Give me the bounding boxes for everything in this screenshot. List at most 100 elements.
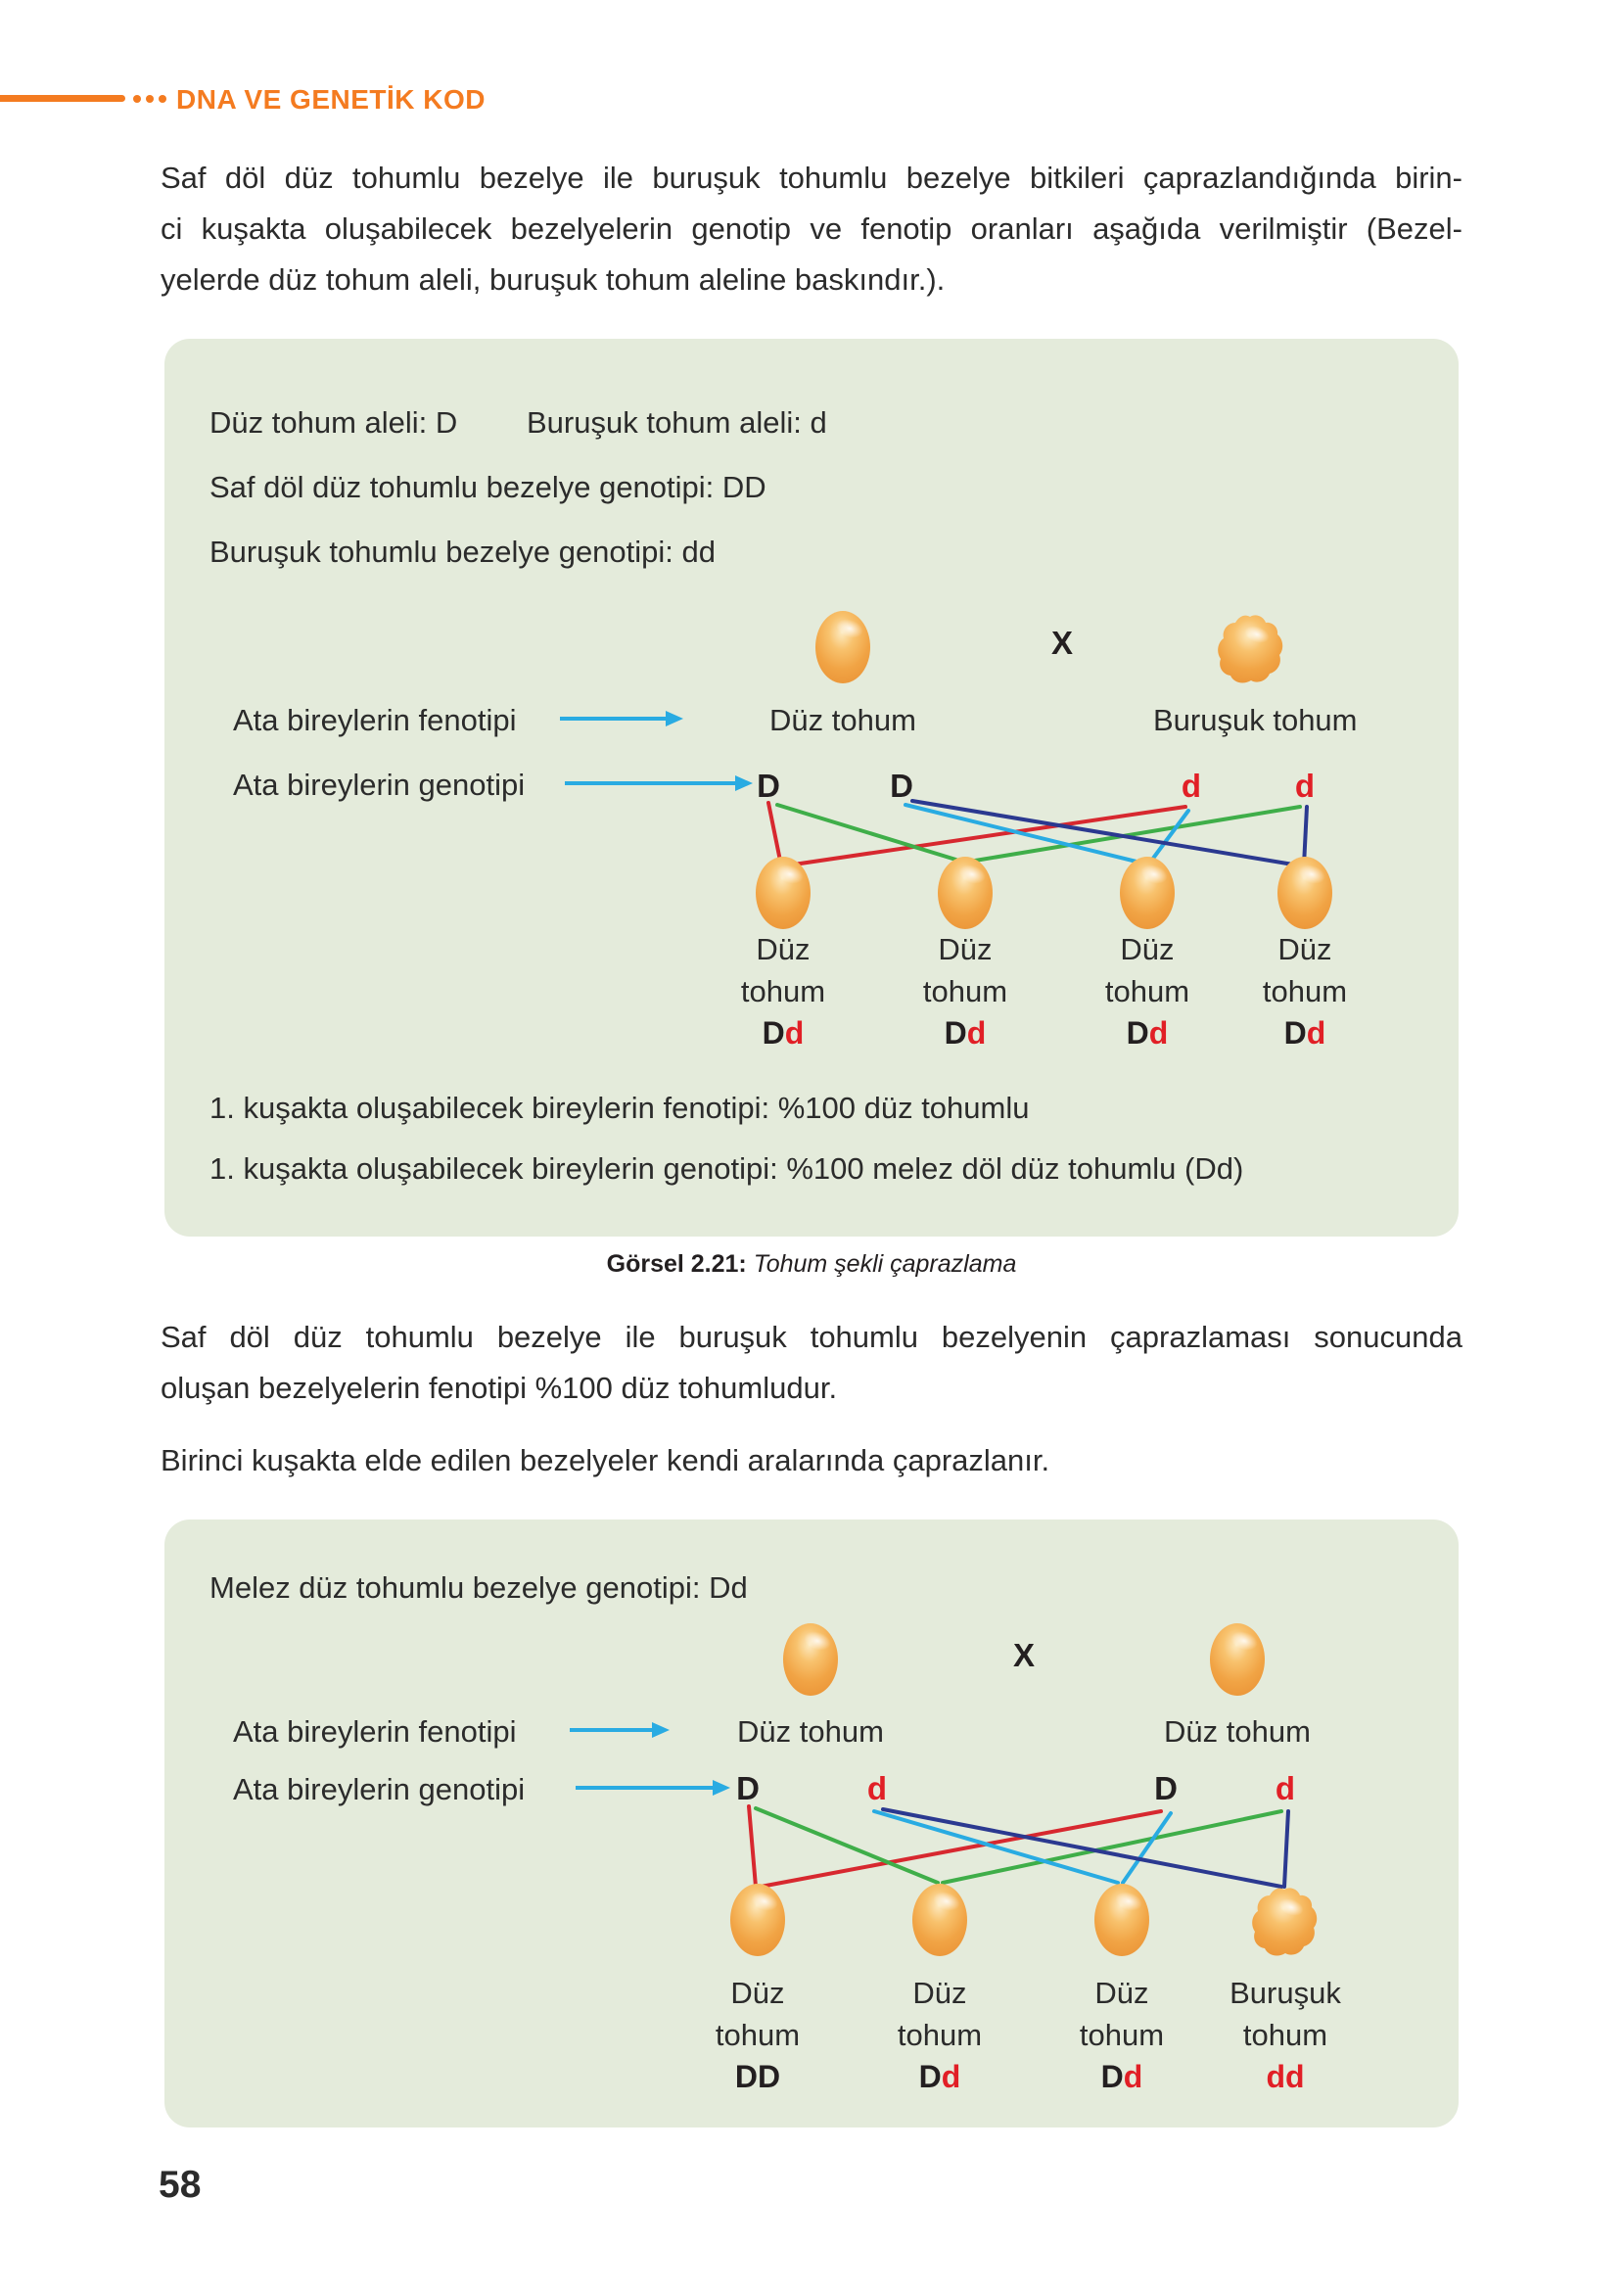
allele-definition-2: Buruşuk tohum aleli: d [527, 405, 827, 440]
offspring-phenotype-word2: tohum [740, 974, 826, 1008]
allele-letter: D [1283, 1015, 1307, 1051]
allele-letter: d [966, 1015, 987, 1051]
offspring-pea-3 [1093, 1883, 1150, 1957]
offspring-phenotype-word2: tohum [1079, 2018, 1165, 2052]
intro-line-3: yelerde düz tohum aleli, buruşuk tohum a… [161, 262, 946, 297]
offspring-genotype: Dd [1029, 2056, 1215, 2098]
parent-allele-3: d [1181, 768, 1202, 804]
paragraph-2-line-1: Saf döl düz tohumlu bezelye ile buruşuk … [161, 1320, 1462, 1354]
offspring-pea-4-wrinkled [1252, 1887, 1319, 1957]
phenotype-row-label: Ata bireylerin fenotipi [233, 703, 517, 737]
offspring-pea-2 [911, 1883, 968, 1957]
f1-phenotype-result: 1. kuşakta oluşabilecek bireylerin fenot… [209, 1091, 1030, 1125]
intro-paragraph: Saf döl düz tohumlu bezelye ile buruşuk … [161, 153, 1462, 305]
parent-allele-1: D [757, 768, 780, 804]
offspring-genotype: Dd [1054, 1012, 1240, 1054]
arrow-genotype [576, 1780, 730, 1796]
cross-symbol: X [1013, 1637, 1036, 1673]
figure-caption: Görsel 2.21: Tohum şekli çaprazlama [164, 1250, 1459, 1279]
offspring-genotype: Dd [872, 1012, 1058, 1054]
offspring-phenotype-word2: tohum [715, 2018, 801, 2052]
figure-caption-text: Tohum şekli çaprazlama [746, 1250, 1017, 1278]
offspring-label-4: Buruşuk tohum dd [1192, 1972, 1378, 2098]
allele-cross-lines [766, 799, 1309, 867]
hybrid-genotype-line: Melez düz tohumlu bezelye genotipi: Dd [209, 1570, 748, 1605]
allele-letter: D [734, 2059, 758, 2094]
offspring-phenotype-word1: Düz [756, 932, 811, 966]
allele-definition-1: Düz tohum aleli: D [209, 405, 458, 440]
offspring-label-2: Düz tohum Dd [847, 1972, 1033, 2098]
offspring-phenotype-word1: Buruşuk [1230, 1976, 1341, 2010]
offspring-pea-4 [1276, 856, 1333, 930]
allele-letter: D [1100, 2059, 1124, 2094]
paragraph-2-line-2: oluşan bezelyelerin fenotipi %100 düz to… [161, 1371, 838, 1405]
genotype-row-label: Ata bireylerin genotipi [233, 768, 526, 802]
allele-letter: D [762, 1015, 785, 1051]
offspring-genotype: dd [1192, 2056, 1378, 2098]
offspring-label-1: Düz tohum DD [665, 1972, 851, 2098]
parent1-phenotype: Düz tohum [769, 703, 916, 737]
allele-letter: d [1123, 2059, 1143, 2094]
allele-letter: D [944, 1015, 967, 1051]
offspring-pea-1 [755, 856, 812, 930]
section-title: DNA VE GENETİK KOD [176, 84, 486, 115]
section-dot-1 [133, 95, 141, 103]
allele-letter: d [1148, 1015, 1169, 1051]
offspring-label-3: Düz tohum Dd [1029, 1972, 1215, 2098]
paragraph-2: Saf döl düz tohumlu bezelye ile buruşuk … [161, 1312, 1462, 1414]
allele-letter: d [1285, 2059, 1305, 2094]
allele-letter: d [784, 1015, 805, 1051]
arrow-phenotype [570, 1722, 670, 1738]
parent2-phenotype: Düz tohum [1164, 1714, 1311, 1749]
parent-allele-4: d [1275, 1770, 1296, 1806]
offspring-genotype: DD [665, 2056, 851, 2098]
cross-diagram-box-2: Melez düz tohumlu bezelye genotipi: Dd X… [164, 1520, 1459, 2127]
parent2-phenotype: Buruşuk tohum [1153, 703, 1358, 737]
offspring-pea-3 [1119, 856, 1176, 930]
offspring-label-3: Düz tohum Dd [1054, 928, 1240, 1054]
offspring-genotype: Dd [847, 2056, 1033, 2098]
offspring-phenotype-word2: tohum [1104, 974, 1190, 1008]
allele-letter: d [1266, 2059, 1285, 2094]
cross-symbol: X [1051, 625, 1074, 661]
allele-letter: d [941, 2059, 961, 2094]
offspring-phenotype-word2: tohum [1242, 2018, 1328, 2052]
offspring-label-1: Düz tohum Dd [690, 928, 876, 1054]
offspring-phenotype-word1: Düz [730, 1976, 785, 2010]
offspring-pea-1 [729, 1883, 786, 1957]
figure-caption-number: Görsel 2.21: [606, 1250, 747, 1278]
offspring-phenotype-word2: tohum [897, 2018, 983, 2052]
offspring-phenotype-word1: Düz [1120, 932, 1175, 966]
parent-allele-2: d [866, 1770, 888, 1806]
arrow-genotype [565, 775, 753, 791]
offspring-genotype: Dd [690, 1012, 876, 1054]
parent-allele-1: D [736, 1770, 760, 1806]
parent-allele-2: D [890, 768, 913, 804]
paragraph-3: Birinci kuşakta elde edilen bezelyeler k… [161, 1443, 1050, 1477]
offspring-phenotype-word2: tohum [1262, 974, 1348, 1008]
allele-letter: D [918, 2059, 942, 2094]
section-dot-3 [159, 95, 166, 103]
parent2-genotype-line: Buruşuk tohumlu bezelye genotipi: dd [209, 535, 716, 569]
page-number: 58 [159, 2164, 202, 2206]
offspring-phenotype-word1: Düz [912, 1976, 967, 2010]
section-dot-2 [146, 95, 154, 103]
allele-letter: D [758, 2059, 781, 2094]
intro-line-2: ci kuşakta oluşabilecek bezelyelerin gen… [161, 211, 1462, 246]
f1-genotype-result: 1. kuşakta oluşabilecek bireylerin genot… [209, 1151, 1244, 1186]
parent-allele-3: D [1154, 1770, 1178, 1806]
offspring-phenotype-word1: Düz [1094, 1976, 1149, 2010]
offspring-pea-2 [937, 856, 994, 930]
allele-letter: D [1126, 1015, 1149, 1051]
allele-cross-lines [747, 1804, 1290, 1889]
genotype-row-label: Ata bireylerin genotipi [233, 1772, 526, 1806]
parent-allele-4: d [1294, 768, 1316, 804]
offspring-phenotype-word1: Düz [1277, 932, 1332, 966]
allele-letter: d [1306, 1015, 1326, 1051]
parent1-phenotype: Düz tohum [737, 1714, 884, 1749]
offspring-label-2: Düz tohum Dd [872, 928, 1058, 1054]
intro-line-1: Saf döl düz tohumlu bezelye ile buruşuk … [161, 161, 1462, 195]
offspring-phenotype-word2: tohum [922, 974, 1008, 1008]
offspring-phenotype-word1: Düz [938, 932, 993, 966]
